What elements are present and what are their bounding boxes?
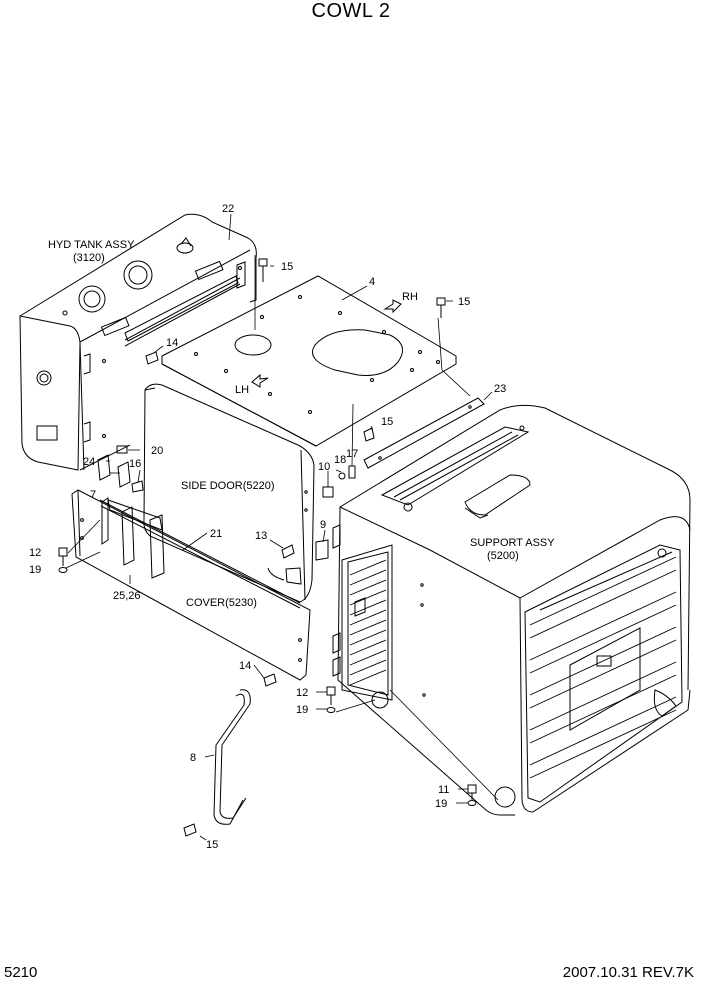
callout-12-mid: 12 xyxy=(296,687,308,699)
lh-label: LH xyxy=(235,384,249,396)
support-assy-code: (5200) xyxy=(487,550,519,562)
date-revision: 2007.10.31 REV.7K xyxy=(562,964,694,981)
hyd-tank-assy-code: (3120) xyxy=(73,252,105,264)
nut-18 xyxy=(338,472,346,480)
callout-22: 22 xyxy=(222,203,234,215)
support-assembly xyxy=(332,404,691,816)
bolt-15-top xyxy=(258,258,268,282)
bolt-15-bottom xyxy=(183,823,197,837)
bolt-16 xyxy=(131,480,144,493)
callout-19-left: 19 xyxy=(29,564,41,576)
side-door-label: SIDE DOOR(5220) xyxy=(181,480,275,492)
page-number: 5210 xyxy=(4,964,38,981)
lh-arrow xyxy=(251,373,269,388)
page-title: COWL 2 xyxy=(311,0,391,22)
rh-label: RH xyxy=(402,291,418,303)
cover-label: COVER(5230) xyxy=(186,597,257,609)
labels: HYD TANK ASSY (3120) SUPPORT ASSY (5200)… xyxy=(29,203,555,851)
hyd-tank-assembly xyxy=(19,213,257,471)
bolt-12-mid xyxy=(326,686,336,705)
bracket-22 xyxy=(124,275,239,342)
bolt-13 xyxy=(281,544,295,559)
washer-19-left xyxy=(58,567,68,573)
callout-12-left: 12 xyxy=(29,547,41,559)
block-10 xyxy=(322,486,334,498)
callout-19-right: 19 xyxy=(435,798,447,810)
washer-19-mid xyxy=(326,707,336,713)
callout-15-mid: 15 xyxy=(381,416,393,428)
top-plate xyxy=(161,275,457,447)
callout-15-bottom: 15 xyxy=(206,839,218,851)
handrail-8 xyxy=(213,689,251,825)
bracket-9 xyxy=(315,539,329,561)
callout-24: 24 xyxy=(83,456,95,468)
callout-11: 11 xyxy=(438,784,449,796)
callout-9: 9 xyxy=(320,519,326,531)
callout-14-upper: 14 xyxy=(166,337,178,349)
bolt-15-mid xyxy=(363,427,375,442)
bolt-17 xyxy=(348,465,356,479)
callout-23: 23 xyxy=(494,383,506,395)
callout-10: 10 xyxy=(318,461,330,473)
knob-20 xyxy=(116,445,128,454)
callout-18: 18 xyxy=(334,454,346,466)
callout-13: 13 xyxy=(255,530,267,542)
callout-15-top: 15 xyxy=(281,261,293,273)
callout-8: 8 xyxy=(190,752,196,764)
rh-arrow xyxy=(383,299,402,314)
bolt-12-left xyxy=(58,547,68,566)
washer-19-right xyxy=(467,800,477,806)
bolt-11 xyxy=(467,784,477,800)
bracket-23 xyxy=(363,397,485,469)
callout-20: 20 xyxy=(151,445,163,457)
callout-7: 7 xyxy=(90,489,96,501)
side-door xyxy=(143,383,315,603)
bolt-14-lower xyxy=(263,673,277,687)
plate-7 xyxy=(117,461,131,488)
callout-15-right: 15 xyxy=(458,296,470,308)
cover-panel xyxy=(71,489,311,681)
bolt-15-right xyxy=(436,297,446,318)
callout-16: 16 xyxy=(129,458,141,470)
support-assy-label: SUPPORT ASSY xyxy=(470,537,555,549)
callout-21: 21 xyxy=(210,528,222,540)
plate-24 xyxy=(97,454,111,481)
callout-4: 4 xyxy=(369,276,375,288)
bolt-14-upper xyxy=(145,351,159,365)
callout-19-mid: 19 xyxy=(296,704,308,716)
leader-lines xyxy=(65,213,499,841)
hyd-tank-assy-label: HYD TANK ASSY xyxy=(48,239,135,251)
callout-14-lower: 14 xyxy=(239,660,251,672)
callout-25-26: 25,26 xyxy=(113,590,141,602)
callout-17: 17 xyxy=(346,448,358,460)
